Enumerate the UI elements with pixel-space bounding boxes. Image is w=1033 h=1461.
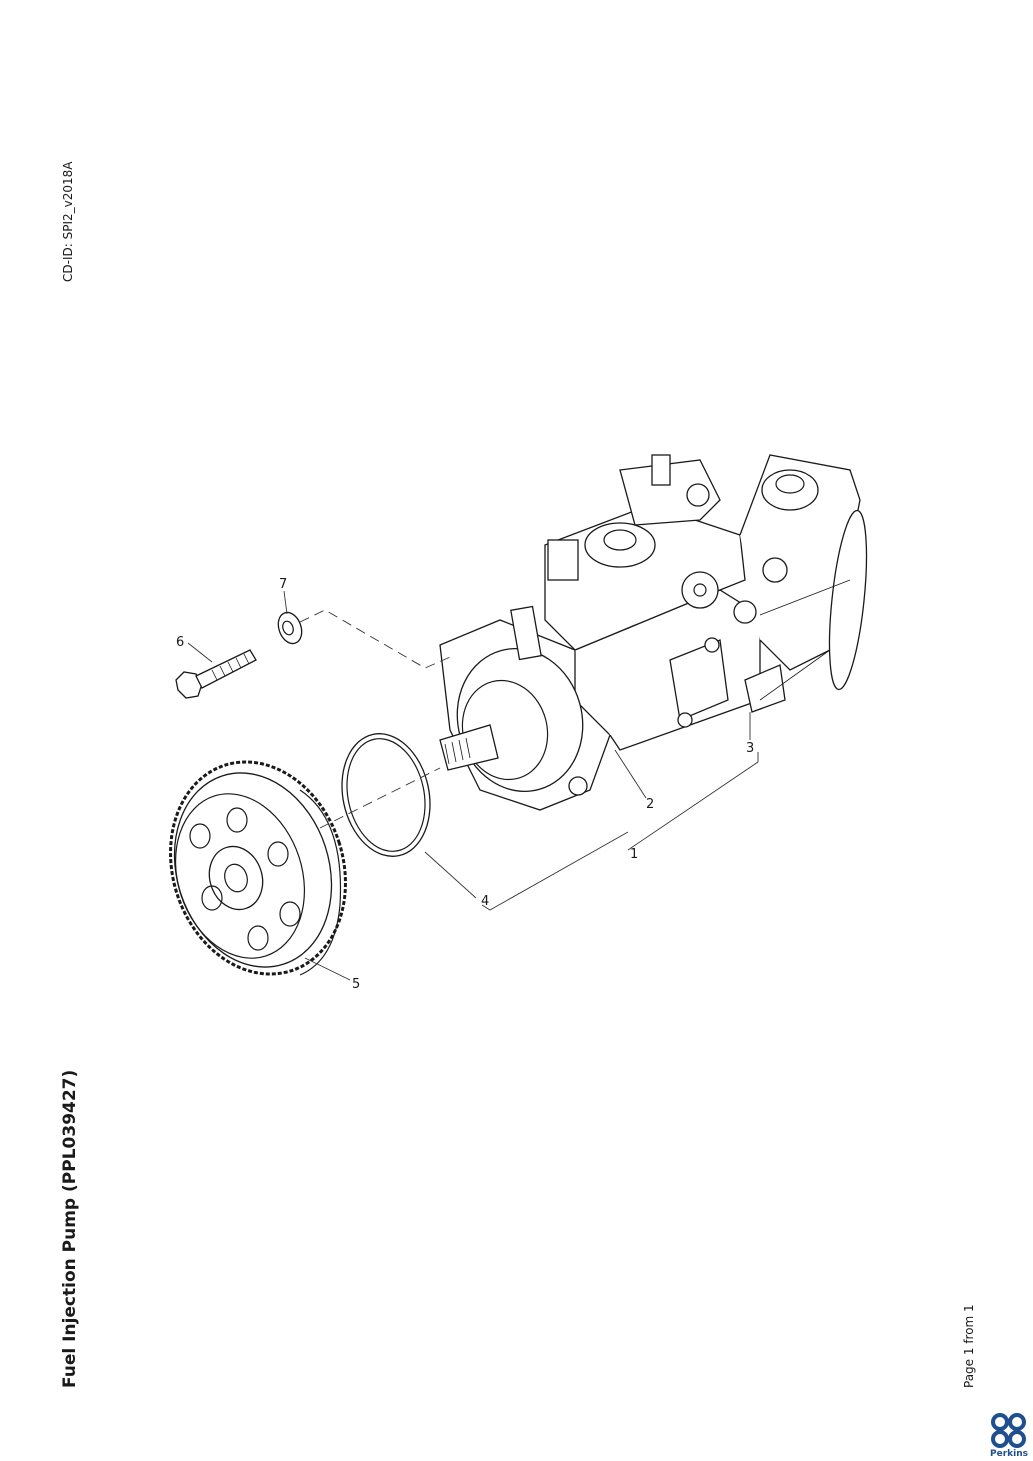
injection-pump-part	[439, 454, 868, 811]
leader-lines	[187, 590, 759, 981]
brand-name: Perkins	[990, 1449, 1028, 1459]
callout-5: 5	[352, 977, 360, 992]
gear-part	[169, 760, 347, 976]
assembly-centre-lines	[299, 609, 456, 829]
perkins-logo-icon	[991, 1413, 1026, 1448]
callout-3: 3	[746, 741, 754, 756]
bolt-part	[175, 649, 257, 699]
callout-4: 4	[481, 894, 489, 909]
callout-1: 1	[630, 847, 638, 862]
callout-6: 6	[176, 635, 184, 650]
washer-part	[277, 611, 303, 645]
callout-7: 7	[279, 577, 287, 592]
callout-2: 2	[646, 797, 654, 812]
